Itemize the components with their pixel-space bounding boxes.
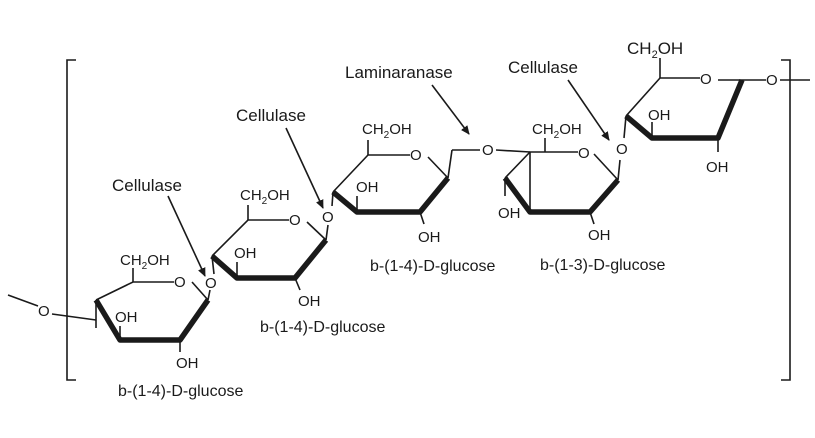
linkage-label-3: b-(1-4)-D-glucose — [370, 258, 495, 275]
glucose-ring-5: O CH2OH OH OH — [624, 39, 745, 176]
svg-text:CH2OH: CH2OH — [362, 121, 412, 141]
svg-text:CH2OH: CH2OH — [532, 121, 582, 141]
ring-5-oh-bottom: OH — [706, 159, 729, 176]
ring-4-oxygen: O — [578, 145, 590, 162]
svg-text:Cellulase: Cellulase — [112, 176, 182, 195]
link-oxygen-4: O — [616, 141, 628, 158]
ring-2-oh-bottom: OH — [298, 293, 321, 310]
enzyme-cellulase-2: Cellulase — [236, 106, 324, 209]
left-bracket — [66, 59, 76, 381]
ring-3-oh-top: OH — [356, 179, 379, 196]
link-oxygen-3: O — [482, 142, 494, 159]
enzyme-cellulase-3: Cellulase — [508, 58, 610, 141]
svg-text:Cellulase: Cellulase — [236, 106, 306, 125]
ring-5-oh-top: OH — [648, 107, 671, 124]
ring-1-oh-bottom: OH — [176, 355, 199, 372]
svg-text:CH2OH: CH2OH — [627, 39, 683, 61]
glucose-ring-4: O CH2OH OH OH O — [498, 115, 628, 244]
linkage-label-4: b-(1-3)-D-glucose — [540, 257, 665, 274]
ring-2-oh-top: OH — [234, 245, 257, 262]
svg-text:CH2OH: CH2OH — [120, 252, 170, 272]
ring-3-oh-bottom: OH — [418, 229, 441, 246]
glucose-ring-2: O CH2OH OH OH O — [210, 187, 334, 310]
chain-start: O — [7, 294, 97, 321]
svg-text:Laminaranase: Laminaranase — [345, 63, 453, 82]
start-oxygen: O — [38, 303, 50, 320]
svg-text:CH2OH: CH2OH — [240, 187, 290, 207]
enzyme-cellulase-1: Cellulase — [112, 176, 206, 277]
link-oxygen-2: O — [322, 209, 334, 226]
link-oxygen-1: O — [205, 275, 217, 292]
ring-2-oxygen: O — [289, 212, 301, 229]
linkage-label-2: b-(1-4)-D-glucose — [260, 319, 385, 336]
chain-end: O — [742, 72, 810, 89]
glucose-ring-1: O CH2OH OH OH O — [93, 252, 217, 372]
enzyme-laminaranase: Laminaranase — [345, 63, 470, 135]
ring-1-oxygen: O — [174, 274, 186, 291]
svg-text:Cellulase: Cellulase — [508, 58, 578, 77]
ring-4-oh-left: OH — [498, 205, 521, 222]
right-bracket — [781, 59, 791, 381]
ring-1-oh-top: OH — [115, 309, 138, 326]
ring-3-oxygen: O — [410, 147, 422, 164]
ring-5-oxygen: O — [700, 71, 712, 88]
ring-4-oh-bottom: OH — [588, 227, 611, 244]
end-oxygen: O — [766, 72, 778, 89]
linkage-label-1: b-(1-4)-D-glucose — [118, 383, 243, 400]
glucose-ring-3: O CH2OH OH OH O — [331, 121, 531, 246]
